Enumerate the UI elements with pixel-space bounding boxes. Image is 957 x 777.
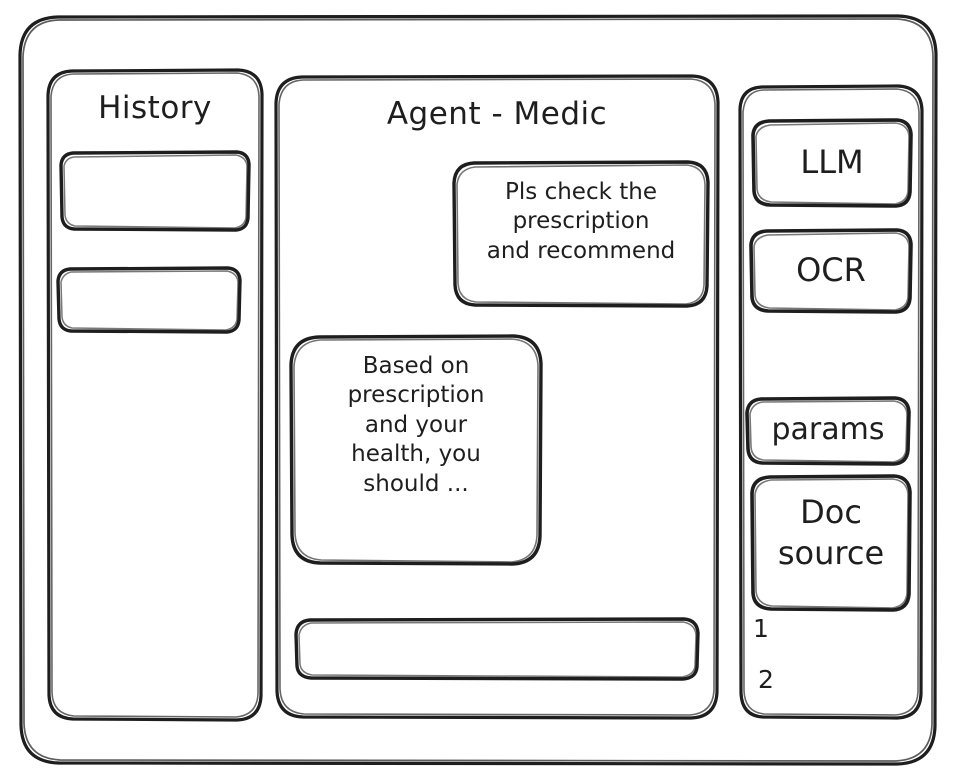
doc-source-item-1[interactable]: 1 — [753, 614, 769, 643]
tool-button-label: LLM — [800, 143, 864, 181]
tool-button-label: params — [771, 412, 885, 447]
tool-button-llm[interactable]: LLM — [751, 118, 913, 208]
history-panel-title: History — [98, 90, 212, 126]
tool-button-doc-source[interactable]: Doc source — [750, 474, 912, 612]
tool-button-label: Doc source — [777, 493, 885, 572]
user-message-bubble: Pls check the prescription and recommend — [452, 160, 710, 308]
tool-button-ocr[interactable]: OCR — [749, 228, 913, 314]
doc-source-item-2[interactable]: 2 — [758, 665, 774, 694]
history-item[interactable] — [59, 150, 251, 232]
assistant-message-bubble: Based on prescription and your health, y… — [289, 334, 543, 566]
agent-panel-title: Agent - Medic — [386, 96, 608, 132]
message-input[interactable] — [294, 617, 700, 681]
tool-button-params[interactable]: params — [745, 396, 911, 466]
user-message-text: Pls check the prescription and recommend — [486, 179, 676, 264]
assistant-message-text: Based on prescription and your health, y… — [347, 353, 485, 497]
history-item[interactable] — [56, 266, 242, 334]
tool-button-label: OCR — [796, 251, 866, 289]
